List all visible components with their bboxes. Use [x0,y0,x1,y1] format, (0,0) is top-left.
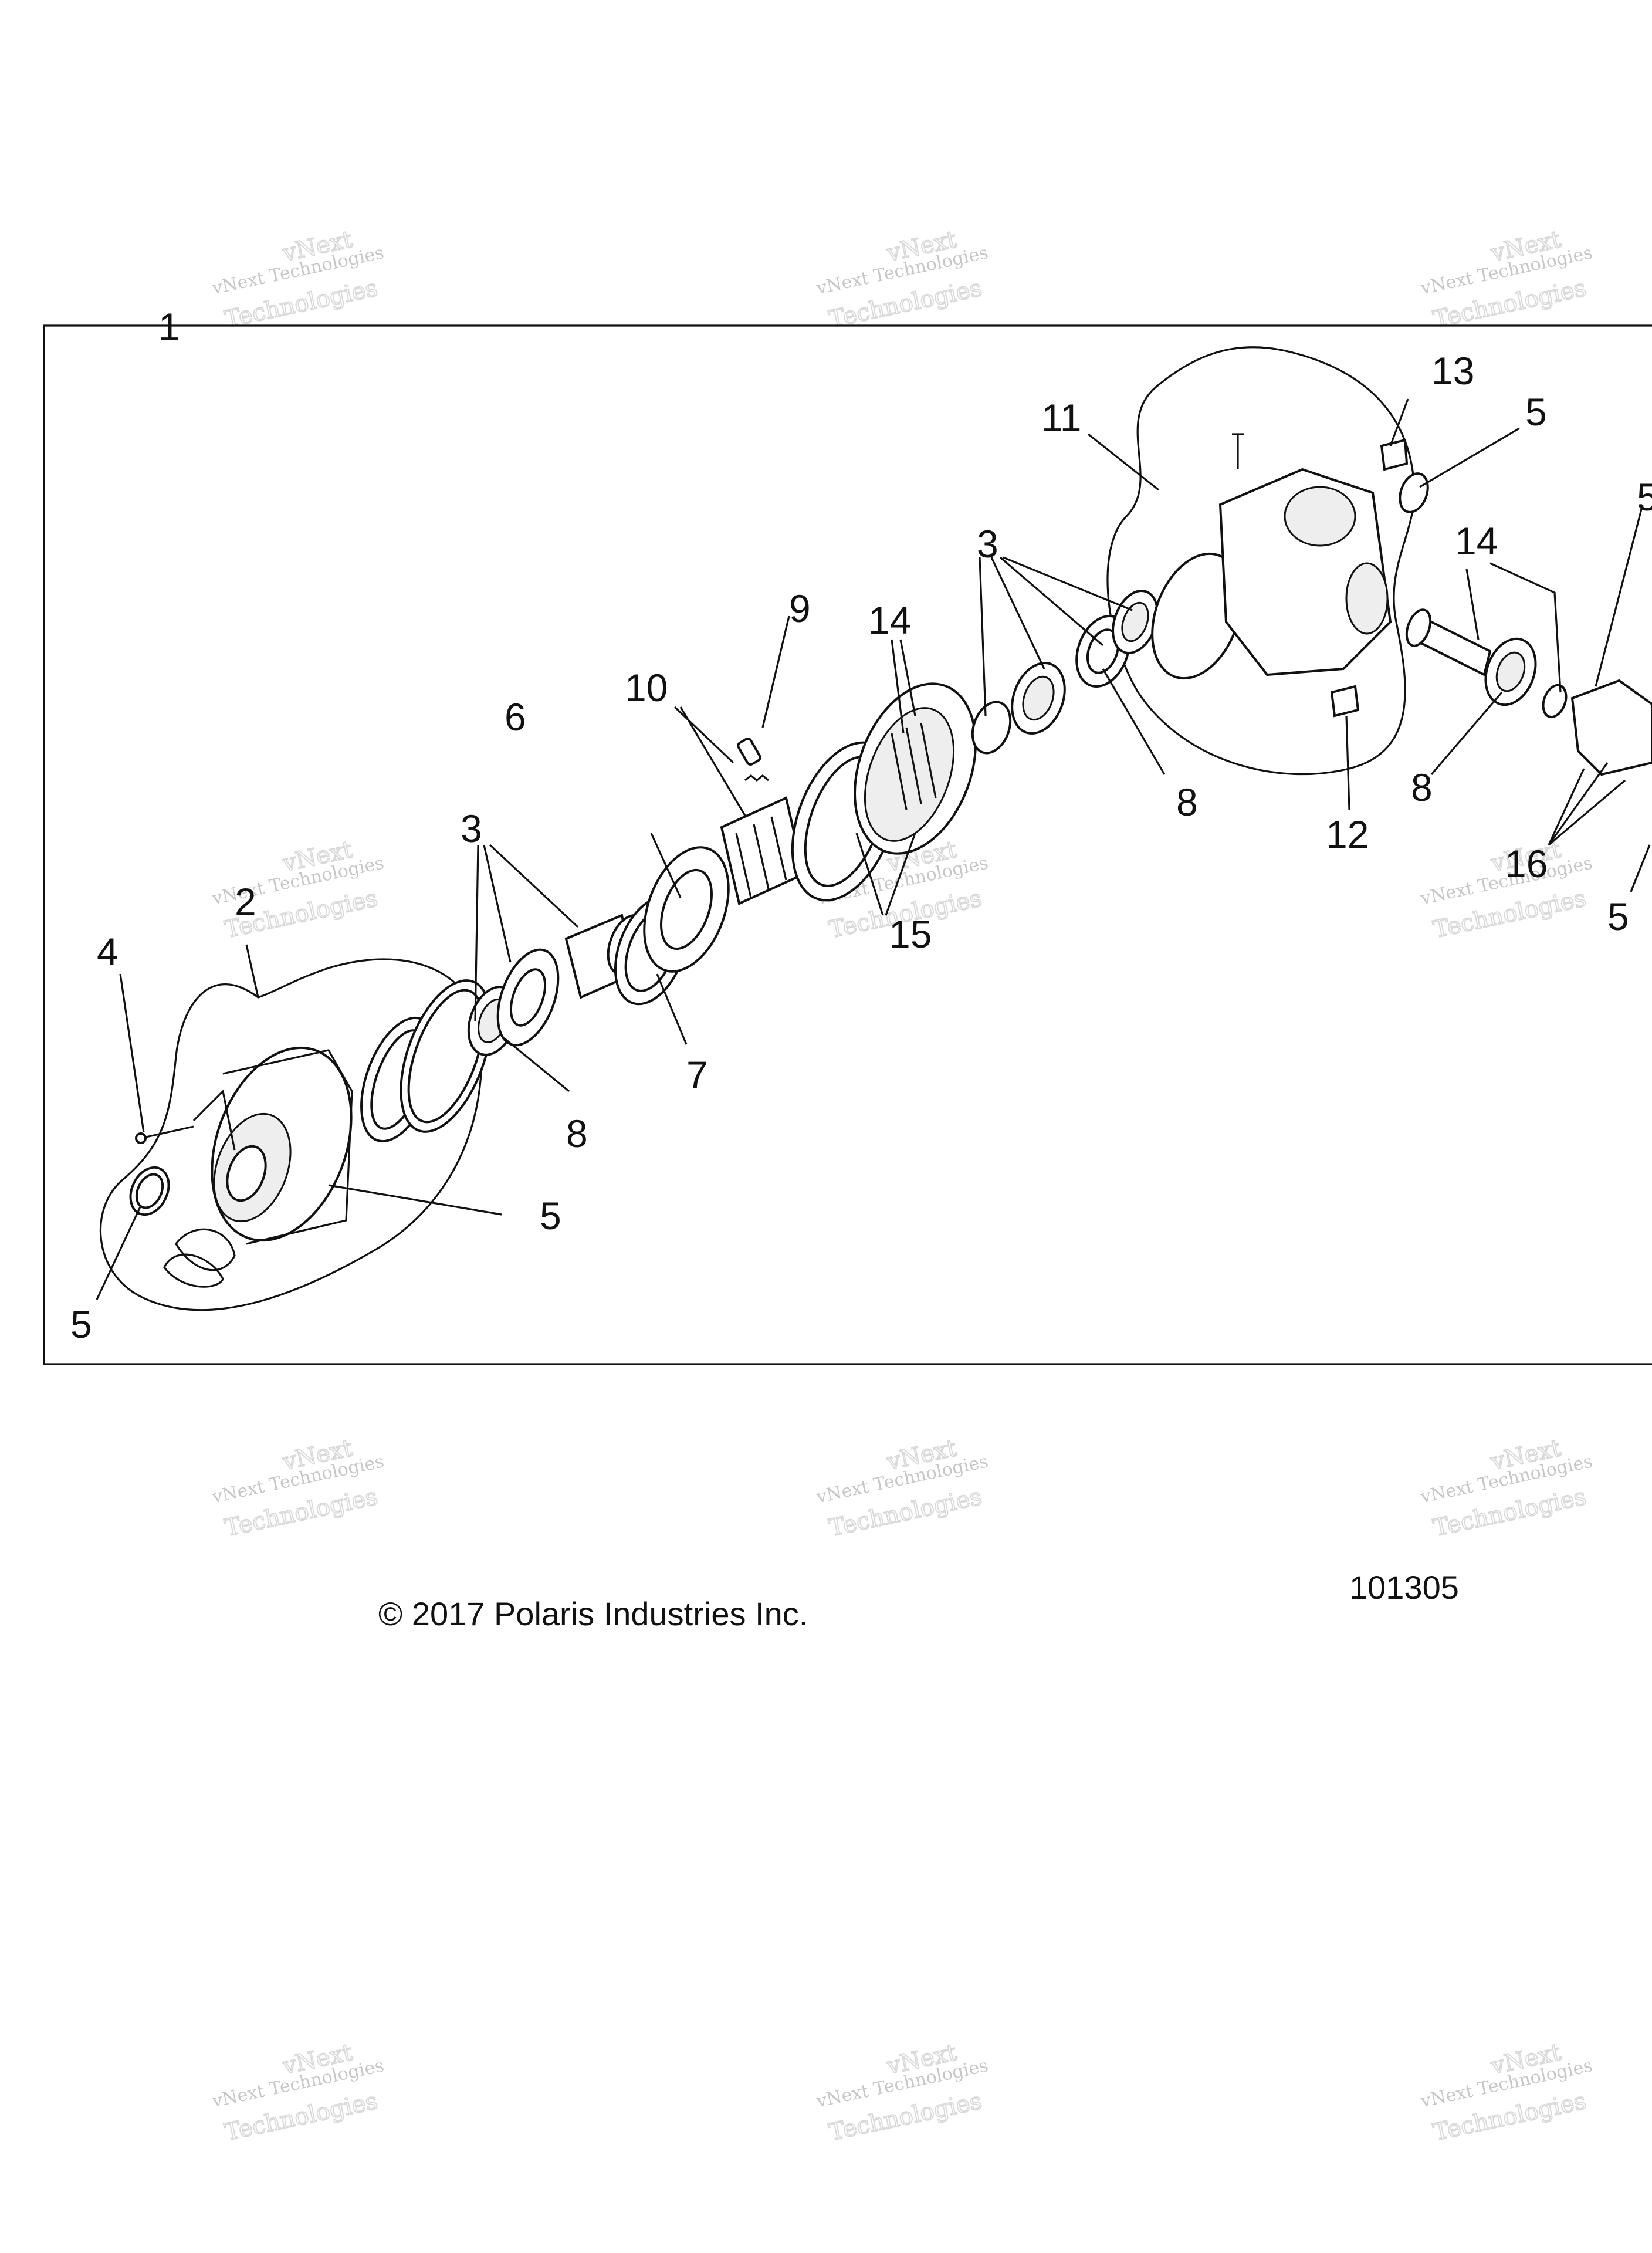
callout-5: 5 [70,1303,92,1346]
subassembly-outline-2 [99,958,483,1311]
watermark: Technologies vNext Technologies vNext [210,2038,386,2147]
callout-8: 8 [566,1112,588,1155]
callout-6: 6 [505,695,526,739]
pinion-shaft-part [1405,608,1492,676]
watermark: Technologies vNext Technologies vNext [1419,2038,1595,2147]
watermark: Technologies vNext Technologies vNext [210,835,386,944]
figure-id: 101305 [1349,1569,1459,1606]
bearing-part [971,661,1066,755]
watermark: Technologies vNext Technologies vNext [814,1434,990,1542]
callout-labels: 1 2 3 3 3 4 5 5 5 5 5 5 6 7 8 8 8 9 10 1… [70,305,1652,1346]
callout-8: 8 [1411,766,1433,809]
subassembly-outline-11 [1106,346,1416,776]
callout-1: 1 [158,305,180,349]
callout-3: 3 [461,807,482,850]
callout-15: 15 [889,912,932,956]
callout-10: 10 [625,666,668,709]
callout-16: 16 [1505,842,1548,885]
watermark-group: Technologies vNext Technologies vNext Te… [210,225,1595,2147]
watermark: Technologies vNext Technologies vNext [814,2038,990,2147]
spring-part [744,774,769,782]
callout-9: 9 [789,587,811,630]
bolt-part [135,1125,194,1144]
watermark: Technologies vNext Technologies vNext [814,225,990,334]
callout-14: 14 [1455,519,1498,563]
leader-lines [96,398,1651,1300]
seal-ring-part [1399,472,1429,513]
copyright-text: © 2017 Polaris Industries Inc. [378,1595,808,1632]
clutch-ring-part [400,979,492,1133]
callout-4: 4 [97,930,119,973]
ring-gear-part [854,682,977,855]
o-ring-part [1542,684,1568,719]
gearcase-part [1218,433,1392,676]
callout-11: 11 [1041,396,1082,439]
vent-plug-part [1380,438,1409,471]
callout-2: 2 [235,880,256,923]
drain-plug-part [1330,685,1360,718]
callout-5: 5 [1607,895,1629,938]
cover-part [1570,679,1652,776]
watermark: Technologies vNext Technologies vNext [210,1434,386,1542]
diagram-frame [43,324,1652,1365]
callout-5: 5 [1637,475,1652,519]
watermark: Technologies vNext Technologies vNext [210,225,386,334]
callout-12: 12 [1326,813,1369,856]
watermark: Technologies vNext Technologies vNext [1419,225,1595,334]
callout-13: 13 [1431,349,1474,393]
callout-5: 5 [1525,390,1547,434]
bearing-part [1484,637,1537,706]
pin-part [737,738,761,766]
watermark: Technologies vNext Technologies vNext [1419,1434,1595,1542]
callout-7: 7 [686,1053,708,1097]
callout-5: 5 [540,1194,561,1237]
callout-8: 8 [1176,780,1198,824]
callout-14: 14 [868,598,911,642]
seal-ring-part [129,1166,170,1216]
armature-plate-part [643,846,730,973]
gear-housing-part [163,1046,353,1288]
plate-part [496,948,560,1047]
callout-3: 3 [977,522,998,566]
